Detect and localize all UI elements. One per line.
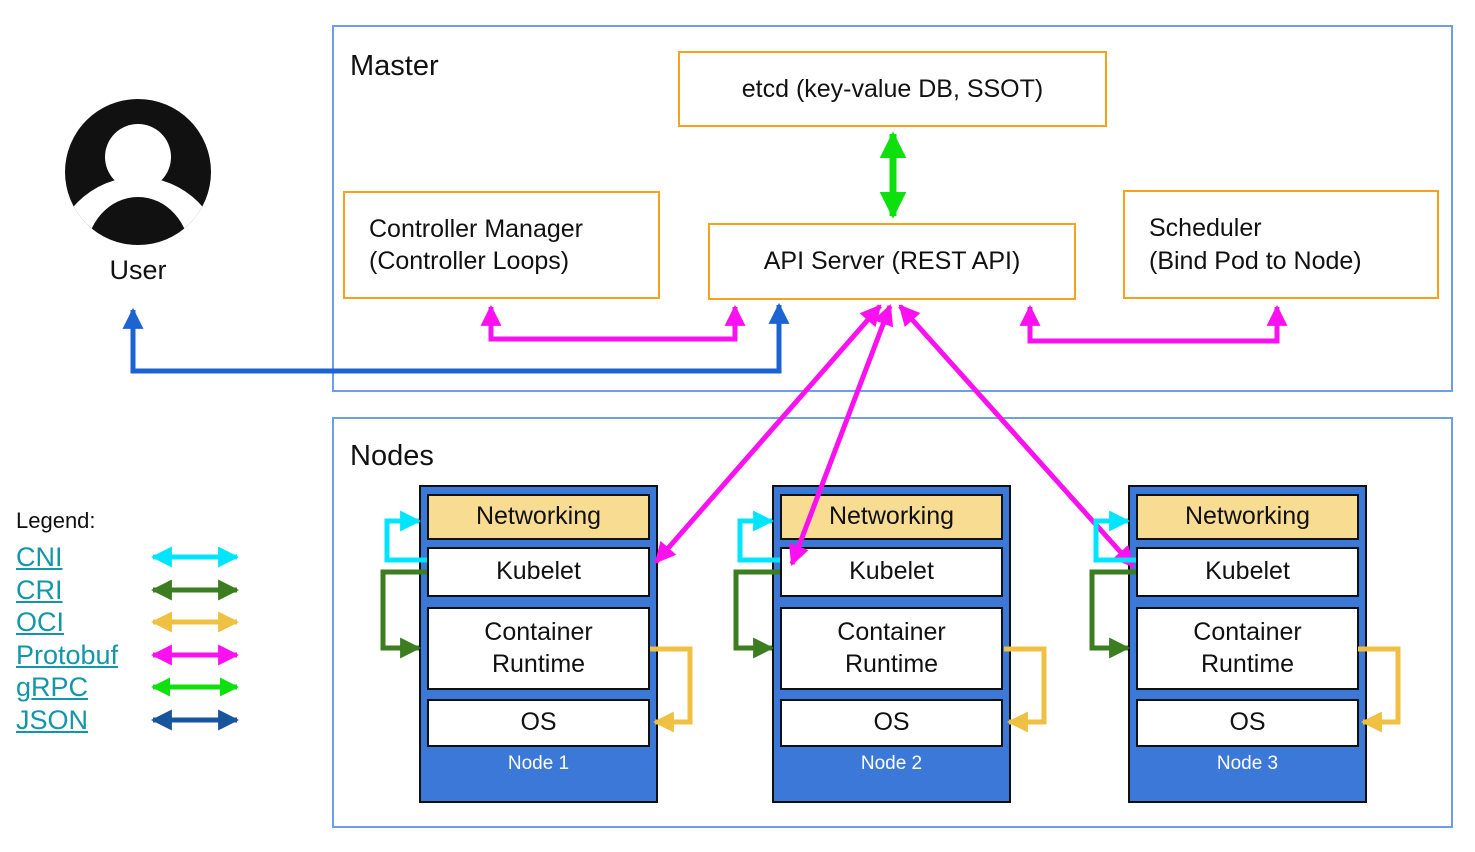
- legend-link-json[interactable]: JSON: [16, 704, 89, 735]
- legend-link-cni[interactable]: CNI: [16, 542, 63, 572]
- etcd-label: etcd (key-value DB, SSOT): [741, 74, 1044, 103]
- nodes-title: Nodes: [350, 440, 434, 472]
- node-3: Networking Kubelet Container Runtime OS …: [1128, 485, 1367, 803]
- node-1-container-runtime-layer: Container Runtime: [427, 607, 650, 690]
- node-2-label: Node 2: [860, 753, 923, 774]
- scheduler-label-line1: Scheduler: [1149, 214, 1262, 242]
- node-2-container-runtime-layer: Container Runtime: [780, 607, 1003, 690]
- etcd-box: etcd (key-value DB, SSOT): [678, 51, 1107, 127]
- node-3-os-layer: OS: [1136, 699, 1359, 747]
- api-server-label: API Server (REST API): [763, 247, 1021, 276]
- scheduler-label-line2: (Bind Pod to Node): [1149, 246, 1362, 275]
- legend-link-oci[interactable]: OCI: [16, 607, 65, 637]
- node-1-os-layer: OS: [427, 699, 650, 747]
- node-2-os-layer: OS: [780, 699, 1003, 747]
- node-1-label: Node 1: [507, 753, 570, 774]
- legend-link-protobuf[interactable]: Protobuf: [16, 639, 119, 670]
- node-2-kubelet-layer: Kubelet: [780, 547, 1003, 597]
- controller-manager-label-line2: (Controller Loops): [369, 247, 570, 275]
- node-3-networking-layer: Networking: [1136, 494, 1359, 540]
- node-1: Networking Kubelet Container Runtime OS …: [419, 485, 658, 803]
- master-title: Master: [350, 50, 439, 82]
- legend-title: Legend:: [16, 508, 96, 533]
- node-3-container-runtime-layer: Container Runtime: [1136, 607, 1359, 690]
- node-2-networking-layer: Networking: [780, 494, 1003, 540]
- scheduler-box: Scheduler (Bind Pod to Node): [1123, 190, 1439, 299]
- controller-manager-box: Controller Manager (Controller Loops): [343, 191, 660, 299]
- node-2: Networking Kubelet Container Runtime OS …: [772, 485, 1011, 803]
- node-3-label: Node 3: [1216, 753, 1279, 774]
- node-1-networking-layer: Networking: [427, 494, 650, 540]
- node-3-kubelet-layer: Kubelet: [1136, 547, 1359, 597]
- controller-manager-label-line1: Controller Manager: [369, 214, 583, 243]
- user-icon: [65, 99, 211, 245]
- api-server-box: API Server (REST API): [708, 223, 1076, 300]
- node-1-kubelet-layer: Kubelet: [427, 547, 650, 597]
- user-actor: User: [63, 97, 213, 293]
- legend-link-cri[interactable]: CRI: [16, 574, 63, 605]
- user-label: User: [109, 255, 167, 285]
- legend-link-grpc[interactable]: gRPC: [16, 672, 89, 702]
